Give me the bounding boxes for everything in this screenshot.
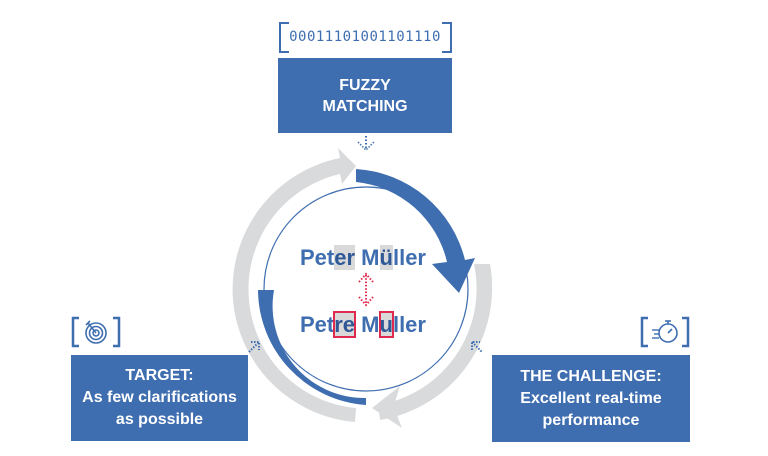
highlight-red-re: re [333, 311, 357, 338]
inner-circle [263, 186, 469, 392]
target-title: TARGET: [125, 367, 194, 384]
gray-arrow-top [232, 148, 356, 300]
target-line3: as possible [115, 411, 204, 428]
gray-arc-left [233, 300, 356, 422]
challenge-line3: performance [542, 411, 640, 429]
challenge-title: THE CHALLENGE: [520, 367, 662, 385]
stopwatch-icon [640, 316, 690, 348]
name-original: Peter Müller [300, 245, 426, 270]
highlight-red-u: u [378, 311, 394, 338]
target-box: TARGET: As few clarifications as possibl… [71, 355, 248, 441]
target-line2: As few clarifications [82, 389, 237, 406]
name-variant: Petre Muller [300, 311, 426, 338]
fuzzy-matching-box: FUZZY MATCHING [278, 58, 452, 133]
box-title-line1: FUZZY [339, 76, 391, 94]
binary-code: 00011101001101110 [289, 29, 441, 45]
dotted-double-arrow-icon [358, 272, 374, 307]
blue-arrow-right [356, 169, 475, 293]
right-bracket [442, 22, 452, 53]
challenge-box: THE CHALLENGE: Excellent real-time perfo… [492, 355, 690, 442]
left-bracket [279, 22, 289, 53]
challenge-line2: Excellent real-time [520, 389, 662, 407]
blue-cycle-arrows [258, 169, 475, 405]
gray-arrow-bottom [372, 386, 402, 428]
top-connector-arrow [357, 136, 375, 152]
right-connector-arrow [471, 341, 483, 353]
blue-arc-left [258, 290, 366, 405]
box-title-line2: MATCHING [322, 97, 408, 115]
highlight-gray-r: r [346, 245, 356, 270]
left-connector-arrow [248, 341, 260, 353]
target-icon [71, 316, 121, 348]
gray-cycle-arrows [232, 148, 493, 428]
highlight-gray-e: e [334, 245, 347, 270]
highlight-gray-umlaut: ü [379, 245, 393, 270]
